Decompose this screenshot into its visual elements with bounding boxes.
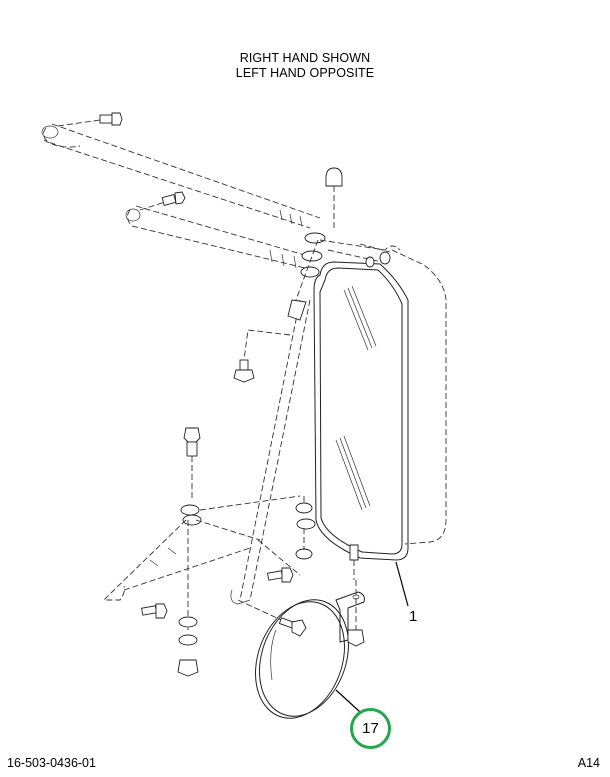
acorn-nut-top — [325, 167, 343, 230]
lower-washers-nut — [177, 520, 199, 677]
side-bolt — [233, 329, 291, 383]
leader-line-1 — [395, 561, 409, 607]
base-bracket-bolt-top — [183, 427, 201, 500]
vertical-support-rod — [230, 239, 319, 605]
lower-support-arm — [125, 205, 309, 269]
mirror-top-bracket — [319, 239, 401, 268]
callout-1[interactable]: 1 — [409, 608, 418, 625]
callout-17-label: 17 — [362, 720, 379, 737]
page-reference: A14 — [577, 756, 600, 770]
base-bolt-left — [141, 603, 168, 619]
upper-arm-bolt — [57, 112, 123, 127]
leader-line-17 — [335, 689, 361, 713]
rectangular-mirror — [313, 243, 447, 580]
diagram-title: RIGHT HAND SHOWN LEFT HAND OPPOSITE — [0, 51, 610, 81]
base-bolt-middle — [267, 567, 294, 583]
washers-right — [295, 496, 316, 560]
convex-mirror — [237, 599, 349, 719]
title-line-1: RIGHT HAND SHOWN — [239, 51, 371, 65]
triangular-base-bracket — [102, 495, 301, 601]
washers-upper — [300, 232, 326, 278]
title-line-2: LEFT HAND OPPOSITE — [235, 66, 375, 80]
lower-arm-bolt — [139, 191, 186, 211]
document-number: 16-503-0436-01 — [7, 756, 96, 770]
upper-support-arm — [41, 123, 321, 229]
callout-17-highlighted[interactable]: 17 — [350, 708, 391, 749]
convex-mirror-bracket — [335, 580, 365, 647]
